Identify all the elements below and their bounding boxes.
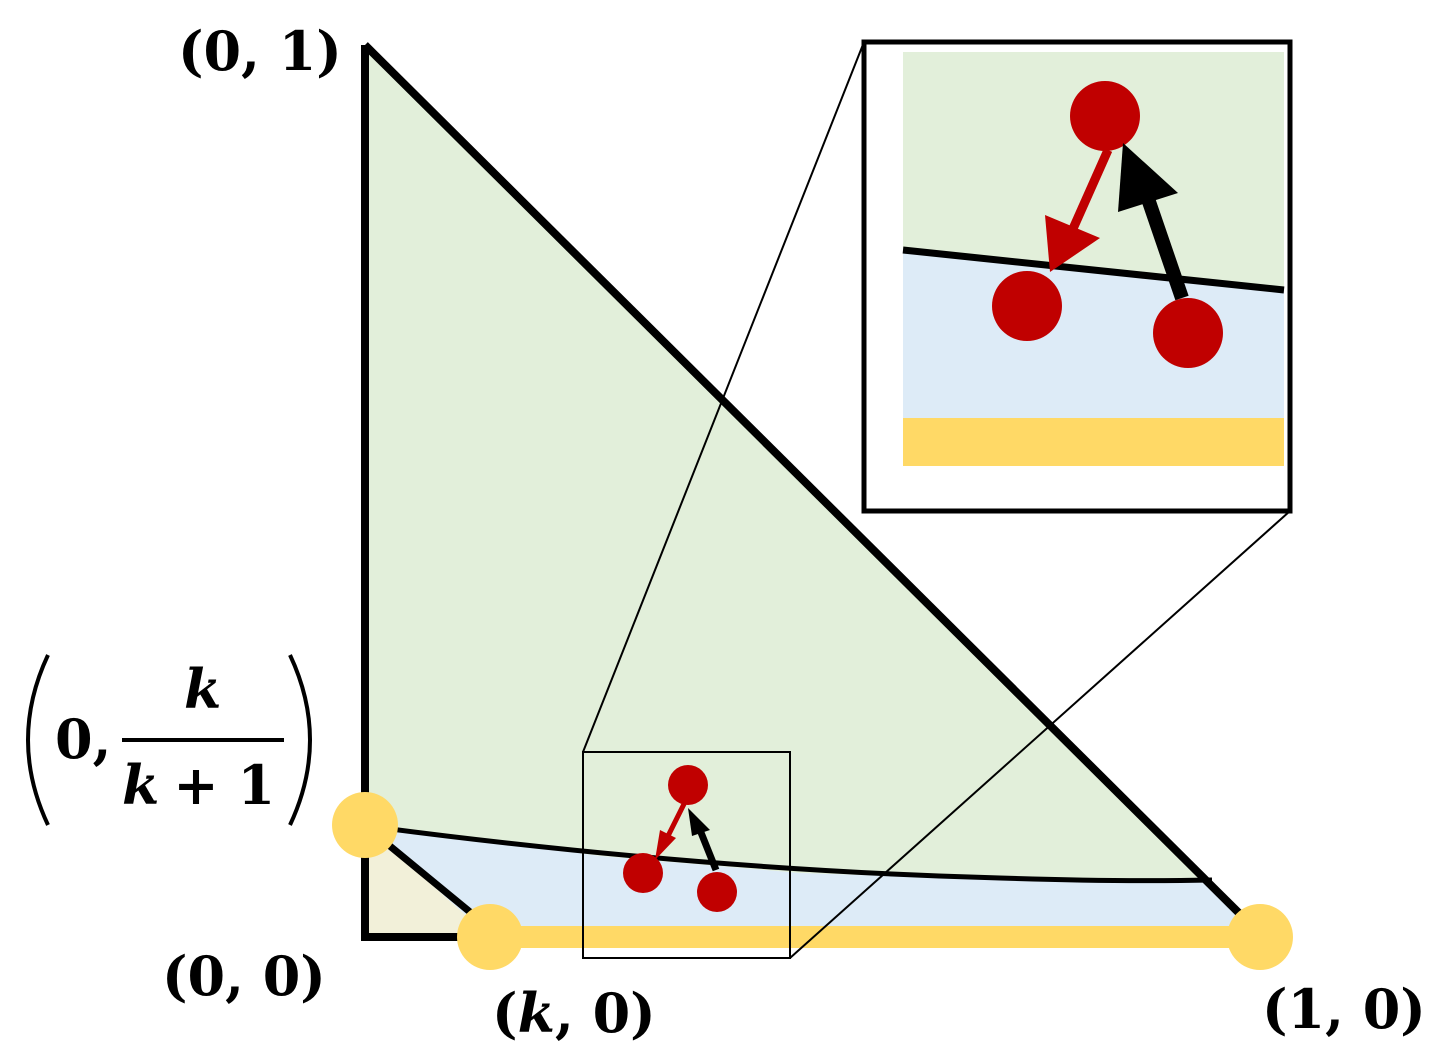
label-k-zero-close: , 0) <box>555 981 656 1043</box>
small-black-arrowhead <box>688 808 710 836</box>
label-k-zero-open: ( <box>492 981 518 1043</box>
label-one-zero: (1, 0) <box>1262 977 1426 1041</box>
inset-black-arrowhead <box>1118 143 1178 212</box>
small-red-left <box>623 853 663 893</box>
vertex-dot-k <box>457 904 523 970</box>
small-red-top <box>668 765 708 805</box>
small-red-arrowhead <box>655 830 676 860</box>
zoom-inset <box>861 39 1293 514</box>
frac-numerator: k <box>184 657 221 721</box>
inset-boundary-curve <box>902 246 1285 294</box>
inset-red-arrowhead <box>1045 215 1100 272</box>
boundary-curve <box>367 823 1213 884</box>
left-paren <box>26 654 50 826</box>
inset-red-right <box>1153 298 1223 368</box>
small-black-arrow <box>696 828 720 872</box>
label-origin: (0, 0) <box>162 944 326 1008</box>
label-top: (0, 1) <box>178 19 342 83</box>
inset-red-arrow <box>1063 148 1113 242</box>
inset-black-arrow <box>1138 187 1189 301</box>
inset-frame <box>861 39 1293 514</box>
vertex-dot-one <box>1227 904 1293 970</box>
blue-region <box>365 825 1262 937</box>
triangle-outline <box>361 45 468 941</box>
zoom-line-top <box>582 41 865 753</box>
vertex-dot-left <box>332 792 398 858</box>
label-k-zero: (k, 0) <box>492 981 656 1043</box>
hypotenuse <box>362 42 1251 925</box>
frac-denominator: k+ 1 <box>122 753 275 817</box>
left-zero: 0, <box>55 707 111 771</box>
frac-den-rest: + 1 <box>173 753 275 817</box>
small-red-right <box>697 872 737 912</box>
small-red-arrow <box>663 798 689 842</box>
right-paren <box>288 654 312 826</box>
inset-red-left <box>992 271 1062 341</box>
zoom-source-box <box>582 751 791 959</box>
inset-yellow-edge <box>903 418 1284 466</box>
label-left-fraction: 0, k k+ 1 <box>26 654 312 826</box>
label-k-zero-k: k <box>518 981 555 1043</box>
frac-den-k: k <box>122 753 159 817</box>
inset-red-top <box>1070 81 1140 151</box>
zoom-line-bottom <box>789 510 1291 959</box>
inset-green-wedge <box>903 52 1284 290</box>
